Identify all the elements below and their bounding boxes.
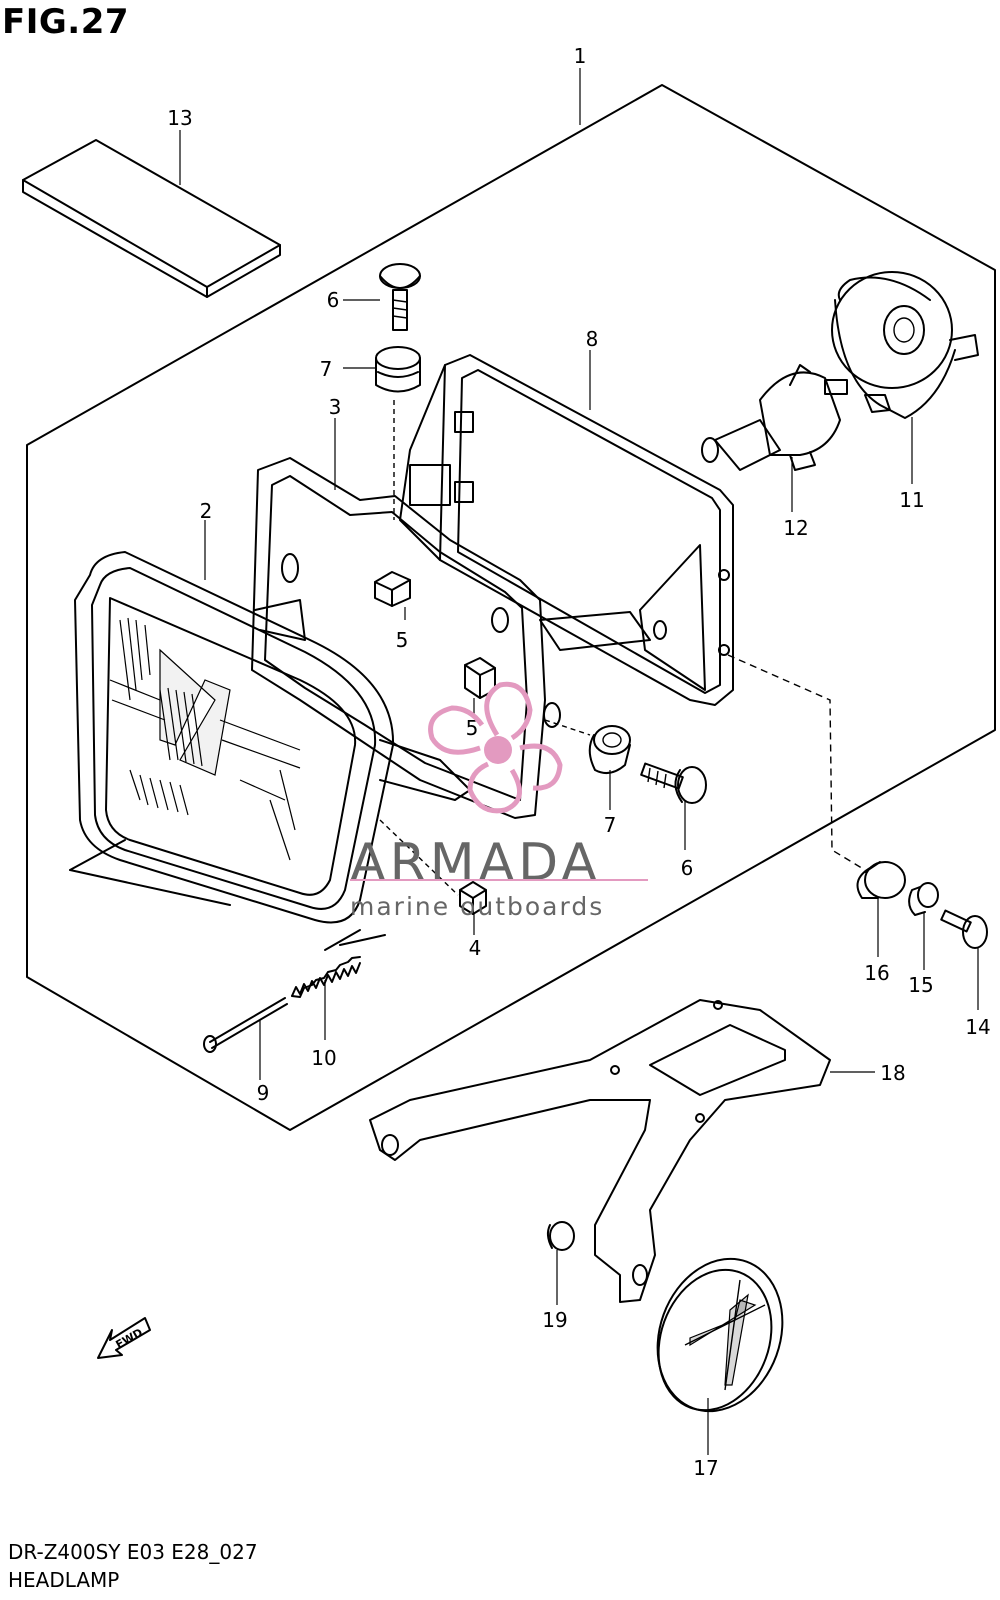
propeller-logo-icon <box>428 681 563 814</box>
part-headlamp-lens <box>69 551 471 951</box>
part-reflector <box>656 1257 784 1413</box>
leader-lines <box>179 68 979 1455</box>
callout-1: 1 <box>574 44 587 68</box>
part-socket-cover <box>831 271 979 419</box>
callout-5-upper: 5 <box>396 628 409 652</box>
watermark-brand: ARMADA <box>350 833 601 893</box>
callout-7-right: 7 <box>604 813 617 837</box>
callout-15: 15 <box>908 973 933 997</box>
part-grommet-right <box>588 725 631 775</box>
callout-10: 10 <box>311 1046 336 1070</box>
callout-2: 2 <box>200 499 213 523</box>
part-nut-upper <box>374 571 411 607</box>
part-screw-14 <box>940 909 988 949</box>
part-housing-frame <box>251 457 561 819</box>
callout-6-top: 6 <box>327 288 340 312</box>
callout-6-right: 6 <box>681 856 694 880</box>
part-collar <box>856 861 906 899</box>
figure-title: FIG.27 <box>2 2 130 42</box>
callout-11: 11 <box>899 488 924 512</box>
callout-numbers: 1 2 3 4 5 5 6 6 7 7 8 9 10 11 12 13 14 1… <box>167 44 990 1480</box>
callout-9: 9 <box>257 1081 270 1105</box>
fwd-label: FWD <box>114 1326 145 1352</box>
part-stay <box>369 999 831 1303</box>
assembly-outline <box>26 84 996 1131</box>
watermark-tagline: marine outboards <box>350 892 604 921</box>
callout-7-top: 7 <box>320 357 333 381</box>
callout-14: 14 <box>965 1015 990 1039</box>
callout-17: 17 <box>693 1456 718 1480</box>
model-caption: DR-Z400SY E03 E28_027 <box>8 1540 258 1564</box>
part-long-screw <box>203 997 288 1053</box>
part-spacer <box>908 882 939 916</box>
callout-18: 18 <box>880 1061 905 1085</box>
callout-3: 3 <box>329 395 342 419</box>
part-bulb <box>701 364 848 471</box>
watermark: ARMADA marine outboards <box>350 681 648 921</box>
fwd-arrow-icon: FWD <box>97 1317 151 1359</box>
section-caption: HEADLAMP <box>8 1568 120 1592</box>
part-nut-19 <box>546 1221 575 1251</box>
callout-16: 16 <box>864 961 889 985</box>
part-nut-4 <box>379 819 487 915</box>
callout-5-lower: 5 <box>466 716 479 740</box>
callout-12: 12 <box>783 516 808 540</box>
callout-13: 13 <box>167 106 192 130</box>
callout-8: 8 <box>586 327 599 351</box>
part-screw-top <box>379 263 421 331</box>
callout-19: 19 <box>542 1308 567 1332</box>
part-mounting-bracket <box>399 354 734 706</box>
part-screw-right <box>640 762 707 804</box>
callout-4: 4 <box>469 936 482 960</box>
part-grommet-top <box>375 346 421 393</box>
part-spring <box>291 956 361 998</box>
part-label-sheet <box>22 139 281 298</box>
